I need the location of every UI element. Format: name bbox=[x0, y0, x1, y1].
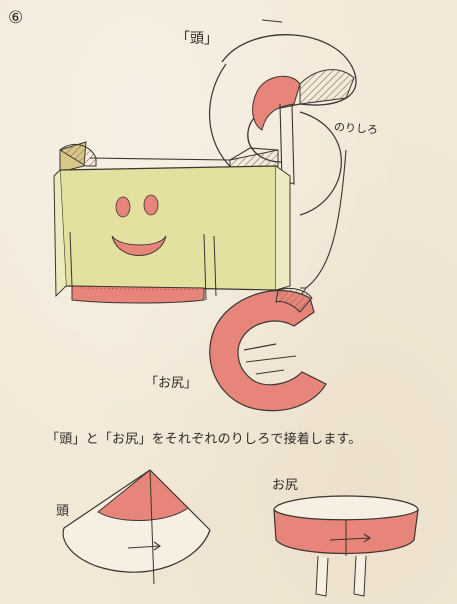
connector-curve-butt bbox=[305, 149, 347, 289]
label-glue-margin: のりしろ bbox=[333, 120, 379, 137]
connector-curve-head bbox=[299, 111, 342, 216]
instruction-text: 「頭」と「お尻」をそれぞれのりしろで接着します。 bbox=[46, 432, 362, 447]
body-box bbox=[53, 141, 291, 304]
butt-glue-tab bbox=[275, 287, 313, 313]
body-front-face bbox=[59, 165, 277, 291]
head-cone-assembled bbox=[62, 469, 211, 585]
body-bottom-band bbox=[71, 285, 205, 304]
label-butt-bottom: お尻 bbox=[272, 478, 299, 493]
body-top-glue-tab bbox=[59, 143, 97, 167]
label-butt-mid: 「お尻」 bbox=[145, 376, 198, 391]
face-left-eye bbox=[115, 196, 131, 218]
label-head-bottom: 頭 bbox=[56, 504, 70, 519]
label-head-top: 「頭」 bbox=[176, 31, 218, 47]
head-cone-salmon-top bbox=[97, 469, 189, 521]
face-right-eye bbox=[143, 194, 159, 216]
head-glue-tab bbox=[299, 69, 355, 105]
butt-band-assembled bbox=[273, 495, 419, 597]
head-salmon-patch bbox=[252, 75, 301, 131]
butt-piece-curled bbox=[209, 287, 327, 412]
face-smile bbox=[111, 235, 167, 256]
step-number: ⑥ bbox=[8, 8, 24, 28]
